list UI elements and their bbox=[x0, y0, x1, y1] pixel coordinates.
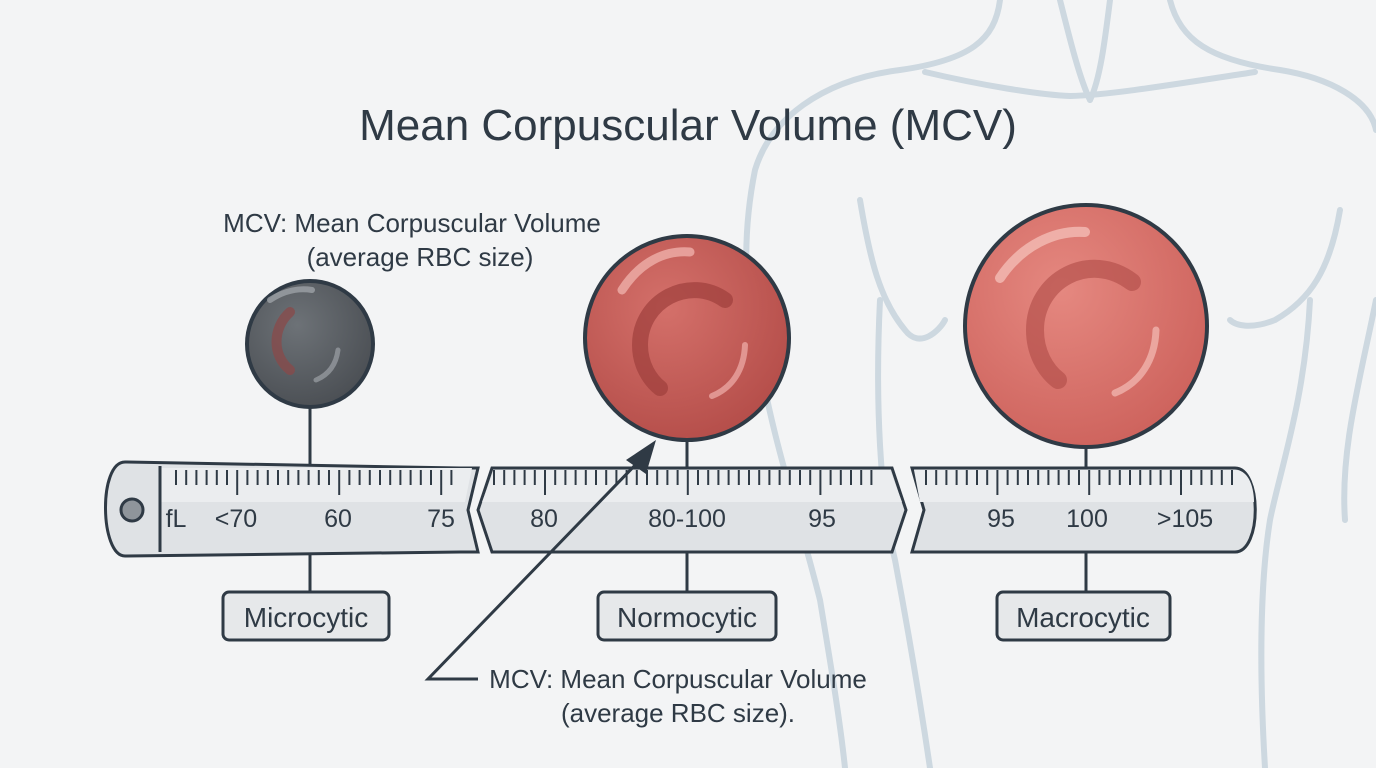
microcytic-cell bbox=[245, 279, 375, 409]
normocytic-cell bbox=[583, 234, 791, 442]
macrocytic-cell bbox=[963, 203, 1209, 449]
page-title: Mean Corpuscular Volume (MCV) bbox=[359, 101, 1017, 150]
tick-label-gt105: >105 bbox=[1157, 505, 1213, 533]
note-bottom-line2: (average RBC size). bbox=[561, 698, 795, 728]
category-normocytic: Normocytic bbox=[596, 590, 778, 642]
category-macrocytic: Macrocytic bbox=[995, 590, 1172, 642]
note-bottom-line1: MCV: Mean Corpuscular Volume bbox=[489, 664, 867, 694]
pointer-arrow bbox=[424, 440, 656, 681]
category-macrocytic-label: Macrocytic bbox=[1016, 602, 1150, 633]
unit-label: fL bbox=[166, 505, 187, 533]
tick-label-60: 60 bbox=[324, 505, 352, 533]
ruler-hole bbox=[119, 497, 145, 523]
tick-label-100: 100 bbox=[1066, 505, 1108, 533]
tick-label-80-100: 80-100 bbox=[648, 505, 726, 533]
ruler-ticks bbox=[175, 470, 1233, 495]
note-top-line2: (average RBC size) bbox=[307, 242, 534, 272]
category-microcytic: Microcytic bbox=[221, 590, 391, 642]
tick-label-75: 75 bbox=[427, 505, 455, 533]
tick-label-lt70: <70 bbox=[215, 505, 257, 533]
ruler-segment-1 bbox=[104, 460, 480, 558]
tick-label-95a: 95 bbox=[808, 505, 836, 533]
tick-label-95b: 95 bbox=[987, 505, 1015, 533]
cell-connectors bbox=[308, 408, 1088, 592]
category-microcytic-label: Microcytic bbox=[244, 602, 368, 633]
category-normocytic-label: Normocytic bbox=[617, 602, 757, 633]
ruler-segment-2 bbox=[476, 466, 908, 554]
note-top-line1: MCV: Mean Corpuscular Volume bbox=[223, 208, 601, 238]
tick-label-80: 80 bbox=[530, 505, 558, 533]
